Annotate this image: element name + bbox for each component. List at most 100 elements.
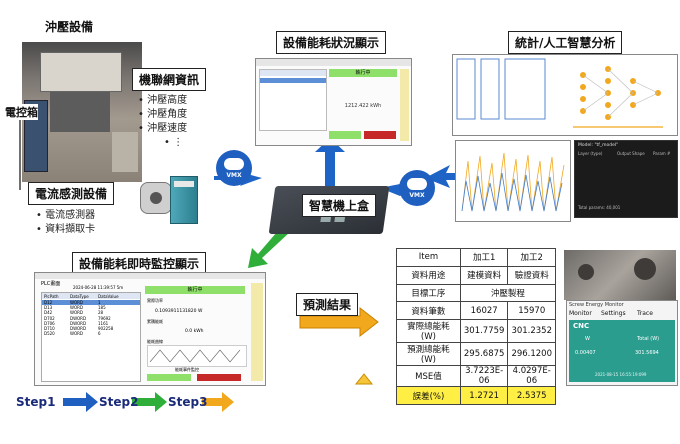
table-cell: 驗證資料 — [507, 265, 556, 285]
realtime-tag-table: PlcPath DataType DataValue D12 D13 D42 D… — [41, 292, 141, 382]
realtime-start-button[interactable] — [147, 374, 191, 381]
status-start-button[interactable] — [329, 131, 361, 139]
prediction-results-table: Item 加工1 加工2 資料用途 建模資料 驗證資料 目標工序 沖壓製程 資料… — [396, 248, 557, 405]
tag-value: 79692 — [98, 315, 111, 321]
table-cell: 2.5375 — [507, 386, 556, 405]
control-box-label: 電控箱 — [5, 104, 38, 120]
arrow-down-to-realtime-display — [248, 225, 290, 268]
table-cell: 沖壓製程 — [459, 283, 557, 303]
realtime-energy-label: 累積能耗 — [147, 319, 163, 324]
realtime-footer: 能耗事件監控 — [175, 367, 199, 372]
machine-info-list: 沖壓高度 沖壓角度 沖壓速度 ⋮ — [138, 94, 187, 150]
table-cell: 資料筆數 — [396, 301, 461, 321]
table-cell: 目標工序 — [396, 283, 461, 303]
table-row-highlight: 誤差(%) 1.2721 2.5375 — [396, 386, 556, 405]
col-plcpath: PlcPath — [44, 294, 59, 299]
prediction-result-label: 預測結果 — [296, 293, 359, 316]
tag-path: D706 — [44, 320, 55, 326]
arrow-to-analysis — [425, 165, 470, 188]
cnc-col-total: Total (W) — [637, 336, 660, 342]
realtime-stop-button[interactable] — [197, 374, 241, 381]
vmx-cloud-left-icon: VMX — [216, 150, 252, 186]
machine-info-item: ⋮ — [138, 136, 187, 150]
status-tag-list — [259, 69, 327, 131]
status-energy-value: 1212.422 kWh — [344, 103, 382, 109]
tag-value: 28 — [98, 310, 104, 316]
table-cell: 16027 — [459, 301, 509, 321]
arrow-up-to-status-display — [315, 138, 345, 190]
step3-label: Step3 — [168, 395, 208, 409]
cnc-col-w: W — [585, 336, 590, 342]
table-cell: 實際總能耗(W) — [396, 319, 461, 344]
table-header-cell: Item — [396, 248, 461, 267]
tag-type: WORD — [70, 331, 83, 337]
table-cell: MSE值 — [396, 365, 461, 388]
table-row: 目標工序 沖壓製程 — [396, 283, 557, 303]
cnc-date: 2021-08-15 16:55:19:099 — [595, 372, 647, 377]
warning-triangle-icon — [354, 373, 374, 385]
model-summary-col-param: Param # — [653, 151, 671, 156]
table-header-row: Item 加工1 加工2 — [396, 248, 556, 267]
table-cell: 301.2352 — [507, 319, 556, 344]
machine-info-item: 沖壓角度 — [138, 108, 187, 122]
table-row: MSE值 3.7223E-06 4.0297E-06 — [396, 365, 556, 388]
current-device-item: 資料擷取卡 — [36, 223, 95, 237]
model-summary-col-layer: Layer (type) — [578, 151, 603, 156]
arrow-to-prediction — [299, 306, 379, 338]
line-chart-thumbnail — [455, 140, 571, 222]
tag-value: 185 — [98, 305, 106, 311]
smart-box-label: 智慧機上盒 — [302, 194, 377, 217]
model-summary-col-shape: Output Shape — [617, 151, 645, 156]
table-row: 實際總能耗(W) 301.7759 301.2352 — [396, 319, 556, 344]
table-header-cell: 加工2 — [507, 248, 556, 267]
tag-type: DWORD — [70, 315, 87, 321]
cnc-menu-monitor[interactable]: Monitor — [569, 310, 592, 317]
tag-value: 1161 — [98, 320, 109, 326]
tag-type: DWORD — [70, 326, 87, 332]
cnc-panel: CNC W Total (W) 0.00407 301.5694 2021-08… — [569, 320, 675, 382]
col-datavalue: DataValue — [98, 294, 119, 299]
stamped-part-photo — [564, 250, 676, 300]
model-summary-footer: Total params: 40,001 — [578, 205, 621, 210]
vmx-label-left: VMX — [226, 172, 242, 179]
realtime-energy-value: 0.0 kWh — [185, 329, 204, 334]
realtime-tag-values: 1 185 28 79692 1161 902258 6 — [98, 300, 113, 336]
tag-path: D12 — [44, 300, 53, 305]
realtime-curve-chart — [147, 345, 247, 367]
stamping-equipment-label: 沖壓設備 — [45, 20, 94, 34]
tag-value: 902258 — [98, 326, 114, 332]
neural-network-diagram — [452, 54, 678, 136]
tag-path: D42 — [44, 310, 53, 316]
table-cell: 15970 — [507, 301, 556, 321]
current-device-list: 電流感測器 資料擷取卡 — [36, 209, 95, 237]
daq-card-image — [170, 176, 198, 224]
stats-ai-label: 統計/人工智慧分析 — [508, 31, 623, 54]
stamping-machine-photo — [22, 42, 142, 182]
table-cell: 預測總能耗(W) — [396, 342, 461, 367]
realtime-reading-label: 實際功率 — [147, 298, 163, 303]
realtime-side-panel — [251, 283, 263, 381]
cnc-value-w: 0.00407 — [575, 350, 596, 356]
status-stop-button[interactable] — [364, 131, 396, 139]
realtime-title: PLC畫面 — [41, 281, 61, 287]
table-row: 預測總能耗(W) 295.6875 296.1200 — [396, 342, 556, 367]
tag-type: WORD — [70, 305, 83, 311]
cnc-menu-settings[interactable]: Settings — [601, 310, 626, 317]
table-cell: 296.1200 — [507, 342, 556, 367]
vmx-cloud-right-icon: VMX — [399, 170, 435, 206]
status-running-badge: 執行中 — [329, 69, 397, 77]
model-summary-console: Model: "tf_model" Layer (type) Output Sh… — [574, 140, 678, 218]
table-row: 資料用途 建模資料 驗證資料 — [396, 265, 556, 285]
tag-type: DWORD — [70, 320, 87, 326]
table-cell: 誤差(%) — [396, 386, 461, 405]
realtime-tag-types: WORD WORD WORD DWORD DWORD DWORD WORD — [70, 300, 86, 336]
current-sensor-image — [140, 182, 172, 214]
table-cell: 295.6875 — [459, 342, 509, 367]
cnc-menu-trace[interactable]: Trace — [637, 310, 653, 317]
cnc-value-total: 301.5694 — [635, 350, 659, 356]
cnc-header: CNC — [573, 322, 590, 330]
model-summary-title: Model: "tf_model" — [578, 143, 619, 148]
machine-info-item: 沖壓高度 — [138, 94, 187, 108]
vmx-label-right: VMX — [409, 192, 425, 199]
status-display-screen: 執行中 1212.422 kWh — [255, 58, 412, 146]
